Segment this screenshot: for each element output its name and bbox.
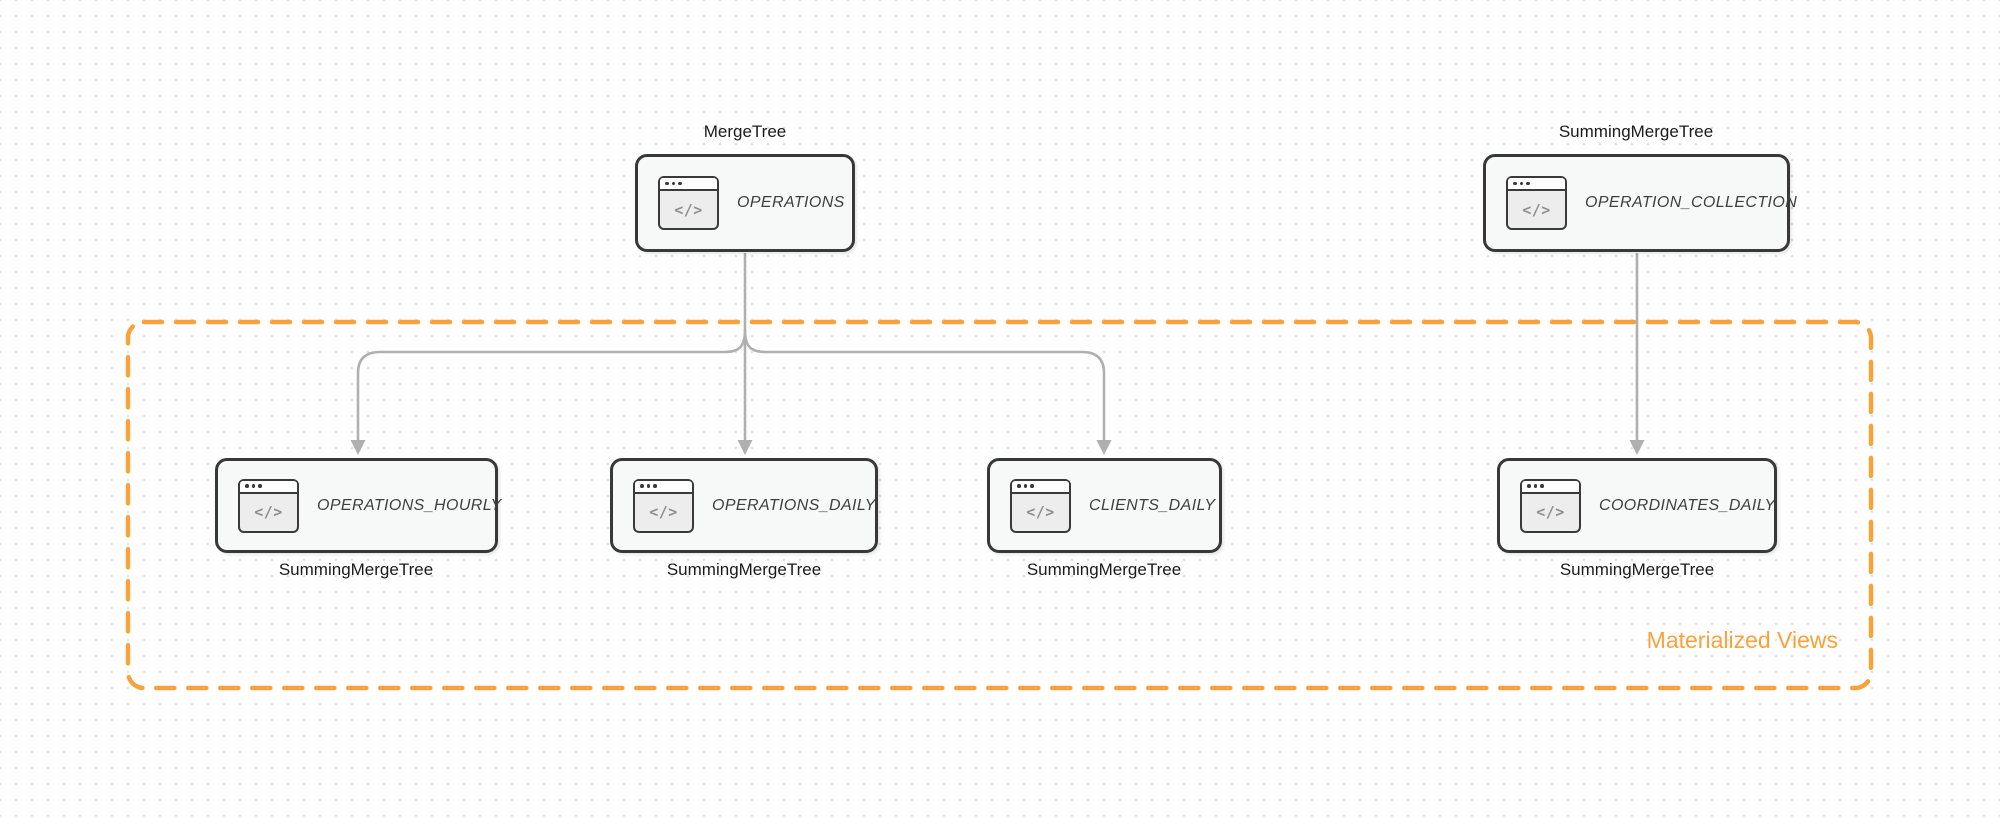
- window-titlebar: [1508, 178, 1565, 191]
- code-window-icon: </>: [1506, 176, 1567, 230]
- arrowhead-operations-hourly: [350, 440, 366, 455]
- window-dot: [671, 181, 675, 186]
- table-node-clients-daily[interactable]: </> CLIENTS_DAILY: [987, 458, 1222, 553]
- code-glyph: </>: [1026, 503, 1055, 521]
- window-titlebar: [240, 480, 297, 494]
- engine-label-mergetree: MergeTree: [703, 122, 787, 141]
- window-dot: [646, 484, 650, 488]
- table-node-operations-hourly[interactable]: </> OPERATIONS_HOURLY: [215, 458, 501, 553]
- window-dot: [258, 484, 262, 488]
- edge-operations-to-clients-daily: [743, 329, 1106, 440]
- table-node-coordinates-daily[interactable]: </> COORDINATES_DAILY: [1497, 458, 1777, 553]
- window-dot: [1526, 181, 1530, 186]
- table-name: CLIENTS_DAILY: [1089, 496, 1216, 514]
- materialized-views-label: Materialized Views: [1646, 627, 1838, 653]
- table-name: OPERATIONS_DAILY: [712, 496, 876, 514]
- window-titlebar: [660, 178, 717, 191]
- table-name: OPERATIONS: [737, 194, 845, 211]
- code-window-icon: </>: [633, 478, 694, 533]
- window-titlebar: [1522, 480, 1579, 494]
- code-window-icon: </>: [238, 478, 299, 533]
- window-dot: [1017, 484, 1021, 488]
- arrowhead-clients-daily: [1096, 440, 1112, 455]
- window-dot: [1533, 484, 1537, 488]
- code-glyph: </>: [1522, 200, 1551, 219]
- edge-operations-to-operations-hourly: [356, 329, 747, 440]
- code-window-icon: </>: [1010, 478, 1071, 533]
- code-glyph: </>: [1536, 503, 1565, 521]
- window-dot: [653, 484, 657, 488]
- engine-label-summingmergetree-top: SummingMergeTree: [1558, 122, 1714, 141]
- code-window-icon: </>: [1520, 478, 1581, 533]
- code-glyph: </>: [649, 503, 678, 521]
- engine-label-summingmergetree-coordinates: SummingMergeTree: [1559, 560, 1715, 579]
- window-dot: [1527, 484, 1531, 488]
- table-node-operations-daily[interactable]: </> OPERATIONS_DAILY: [610, 458, 878, 553]
- window-dot: [1023, 484, 1027, 488]
- window-dot: [245, 484, 249, 488]
- window-titlebar: [1012, 480, 1069, 494]
- window-titlebar: [635, 480, 692, 494]
- engine-label-summingmergetree-clients: SummingMergeTree: [1026, 560, 1182, 579]
- window-dot: [678, 181, 682, 186]
- window-dot: [640, 484, 644, 488]
- table-name: OPERATIONS_HOURLY: [317, 496, 502, 514]
- window-dot: [1513, 181, 1517, 186]
- code-window-icon: </>: [658, 176, 719, 230]
- window-dot: [1519, 181, 1523, 186]
- code-glyph: </>: [254, 503, 283, 521]
- code-glyph: </>: [674, 200, 703, 219]
- arrowhead-coordinates-daily: [1629, 440, 1645, 455]
- window-dot: [1030, 484, 1034, 488]
- table-name: OPERATION_COLLECTION: [1585, 194, 1798, 211]
- engine-label-summingmergetree-daily: SummingMergeTree: [666, 560, 822, 579]
- window-dot: [665, 181, 669, 186]
- arrowhead-operations-daily: [737, 440, 753, 455]
- table-node-operations[interactable]: </> OPERATIONS: [635, 154, 855, 252]
- window-dot: [251, 484, 255, 488]
- engine-label-summingmergetree-hourly: SummingMergeTree: [278, 560, 434, 579]
- table-node-operation-collection[interactable]: </> OPERATION_COLLECTION: [1483, 154, 1797, 252]
- window-dot: [1540, 484, 1544, 488]
- table-name: COORDINATES_DAILY: [1599, 496, 1776, 514]
